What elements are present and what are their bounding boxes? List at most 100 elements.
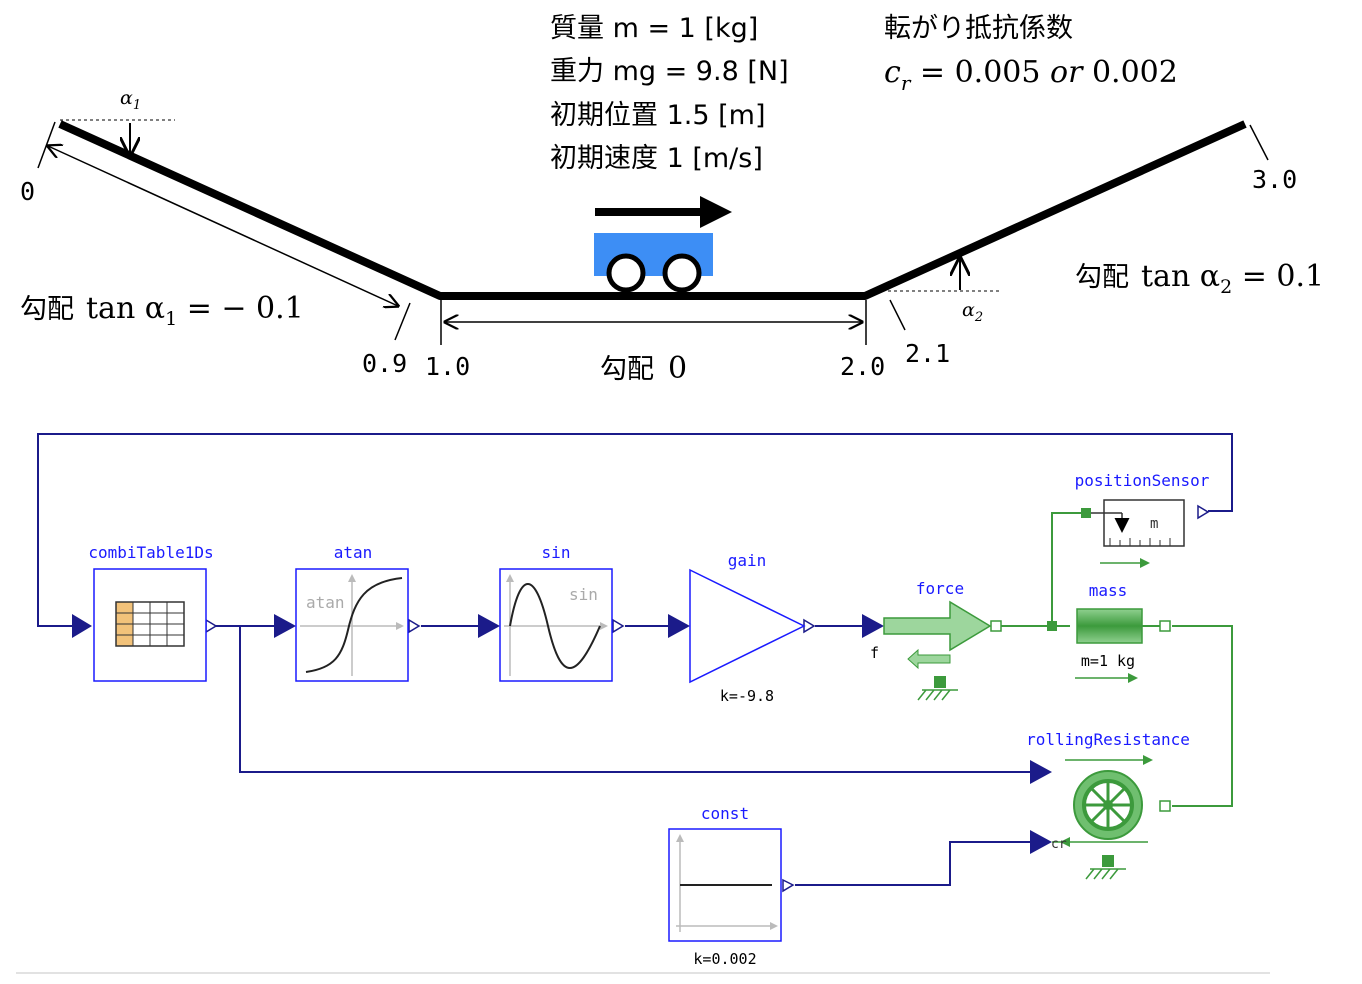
const-param: k=0.002 (693, 950, 756, 968)
wire-table-rolling (239, 626, 1030, 773)
tick-09 (394, 302, 411, 341)
force-block[interactable]: force f (870, 579, 1002, 701)
position-sensor-flange (1081, 508, 1091, 518)
slope-left-value: = − 0.1 (177, 291, 304, 326)
init-vel-label: 初期速度 1 [m/s] (550, 143, 763, 174)
pos-0: 0 (20, 177, 35, 206)
pos-20: 2.0 (840, 352, 885, 381)
gain-input-port (668, 614, 690, 638)
track (37, 119, 1269, 345)
rolling-ground-icon (1085, 868, 1126, 880)
slope-left-formula: tan α (86, 291, 165, 326)
cr-formula: cr = 0.005 or 0.002 (884, 55, 1178, 95)
pos-10: 1.0 (425, 352, 470, 381)
mass-body (1076, 608, 1143, 644)
atan-input-port (274, 614, 296, 638)
gain-param: k=-9.8 (720, 687, 774, 705)
tick-0 (37, 121, 56, 169)
rolling-resistance-block[interactable]: rollingResistance cr (1026, 730, 1190, 880)
mass-label: 質量 m = 1 [kg] (550, 13, 758, 44)
atan-block[interactable]: atan atan (295, 543, 409, 682)
alpha1-subscript: 1 (133, 98, 141, 113)
slope-right-formula: tan α (1141, 259, 1220, 294)
slope-right-prefix: 勾配 (1075, 262, 1129, 293)
slope-middle-value: 0 (668, 351, 687, 386)
wire-mass-rolling (1172, 625, 1233, 807)
velocity-arrow-head (700, 196, 732, 228)
position-sensor-block[interactable]: positionSensor m (1075, 471, 1210, 568)
wire-node-sensor (1051, 512, 1085, 626)
init-pos-label: 初期位置 1.5 [m] (550, 100, 765, 131)
position-sensor-frame (1103, 499, 1185, 547)
mech-junction-node (1047, 621, 1057, 631)
rolling-cr-port-label: cr (1051, 837, 1067, 852)
slope-left-prefix: 勾配 (20, 294, 74, 325)
rolling-flange (1159, 800, 1171, 812)
atan-inner-label: atan (306, 593, 345, 612)
dim-left-slope (48, 146, 398, 306)
gravity-label: 重力 mg = 9.8 [N] (550, 56, 789, 87)
alpha2-symbol: α (962, 299, 975, 321)
force-port-label: f (870, 644, 879, 662)
wheel-icon (1073, 770, 1143, 840)
sin-block[interactable]: sin sin (499, 543, 613, 682)
alpha1-symbol: α (120, 87, 133, 109)
gain-block[interactable]: gain k=-9.8 (689, 551, 806, 705)
tick-21 (889, 299, 906, 331)
mech-connections (1000, 512, 1233, 807)
mass-block[interactable]: mass m=1 kg (1075, 581, 1171, 683)
wire-const-rolling (795, 841, 1030, 886)
cart-wheel-left (606, 253, 646, 293)
sin-plot-icon (504, 574, 608, 676)
position-sensor-name: positionSensor (1075, 471, 1210, 490)
force-ground-icon (917, 689, 958, 701)
pos-21: 2.1 (905, 339, 950, 368)
mass-name: mass (1089, 581, 1128, 600)
force-flange (990, 620, 1002, 632)
feedback-wire (37, 433, 1233, 627)
cr-value2: 0.002 (1082, 55, 1177, 90)
const-name: const (701, 804, 749, 823)
alpha1-label: α1 (120, 87, 141, 113)
table-icon (115, 601, 185, 647)
sin-frame (499, 568, 613, 682)
const-block[interactable]: const k=0.002 (668, 804, 782, 968)
rolling-cr-input-port (1030, 830, 1052, 854)
cr-symbol: c (884, 55, 901, 90)
atan-plot-icon (300, 574, 404, 676)
rolling-direction-head (1143, 755, 1153, 765)
mass-direction-head (1128, 673, 1138, 683)
slope-middle-prefix: 勾配 (600, 354, 654, 385)
alpha2-subscript: 2 (974, 310, 983, 325)
atan-name: atan (334, 543, 373, 562)
slope-right-value: = 0.1 (1232, 259, 1324, 294)
pos-09: 0.9 (362, 349, 407, 378)
tick-30 (1249, 124, 1269, 161)
sensor-unit-label: m (1150, 516, 1158, 532)
sin-inner-label: sin (569, 585, 598, 604)
rolling-s-input-port (1030, 760, 1052, 784)
rolling-resistance-title: 転がり抵抗係数 (884, 13, 1073, 44)
slope-right-subscript: 2 (1220, 276, 1232, 298)
input-ports (72, 614, 1052, 854)
sensor-scale-ticks (1109, 538, 1171, 546)
force-support-port (934, 676, 946, 688)
sin-name: sin (542, 543, 571, 562)
pos-30: 3.0 (1252, 165, 1297, 194)
atan-output-port (408, 618, 421, 634)
force-input-port (862, 614, 884, 638)
sin-output-port (612, 618, 625, 634)
cr-subscript: r (901, 71, 912, 95)
force-arrow-icon (883, 600, 992, 652)
signal-connections (37, 433, 1233, 886)
gain-name: gain (728, 551, 767, 570)
sensor-direction-head (1140, 558, 1150, 568)
combitable-block[interactable]: combiTable1Ds (88, 543, 214, 682)
const-output-port (782, 878, 795, 893)
slope-middle-label: 勾配 0 (600, 351, 687, 386)
alpha2-label: α2 (962, 299, 983, 325)
slope-left-subscript: 1 (165, 308, 177, 330)
mass-param: m=1 kg (1081, 652, 1135, 670)
const-plot-icon (676, 834, 778, 932)
